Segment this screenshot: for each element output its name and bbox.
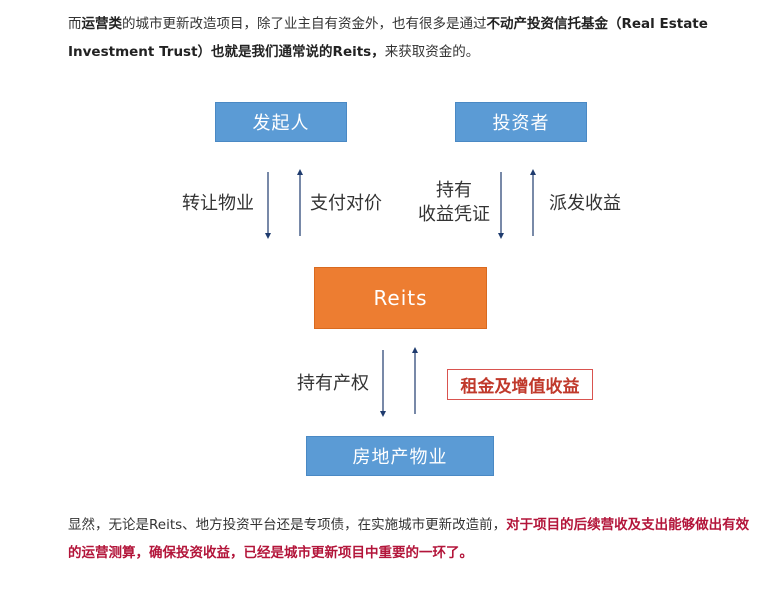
- outro-paragraph: 显然，无论是Reits、地方投资平台还是专项债，在实施城市更新改造前，对于项目的…: [68, 511, 750, 567]
- intro-text-3: 来获取资金的。: [384, 44, 480, 60]
- hold-certificate-line-2: 收益凭证: [418, 204, 490, 225]
- hold-certificate-line-1: 持有: [436, 180, 472, 201]
- hold-title-label: 持有产权: [297, 373, 369, 394]
- outro-highlight: 对于项目的后续营收及支出能够做出有效的运营测算，确保投资收益，已经是城市更新项目…: [68, 517, 750, 561]
- intro-bold-1: 运营类: [81, 16, 123, 32]
- intro-paragraph: 而运营类的城市更新改造项目，除了业主自有资金外，也有很多是通过不动产投资信托基金…: [68, 10, 750, 66]
- distribute-income-label: 派发收益: [549, 193, 621, 214]
- intro-text-2: 的城市更新改造项目，除了业主自有资金外，也有很多是通过: [122, 16, 487, 32]
- hold-certificate-label: 持有 收益凭证: [412, 179, 496, 227]
- investor-box: 投资者: [455, 102, 587, 142]
- outro-text-1: 显然，无论是Reits、地方投资平台还是专项债，在实施城市更新改造前，: [68, 517, 507, 533]
- property-box: 房地产物业: [306, 436, 494, 476]
- pay-consideration-label: 支付对价: [310, 193, 382, 214]
- transfer-property-label: 转让物业: [182, 193, 254, 214]
- intro-bold-2: 不动产投资信托基金（Real Estate Investment Trust）也…: [68, 16, 708, 60]
- rent-income-box: 租金及增值收益: [447, 369, 593, 400]
- sponsor-box: 发起人: [215, 102, 347, 142]
- reits-box: Reits: [314, 267, 487, 329]
- intro-text-1: 而: [68, 16, 82, 32]
